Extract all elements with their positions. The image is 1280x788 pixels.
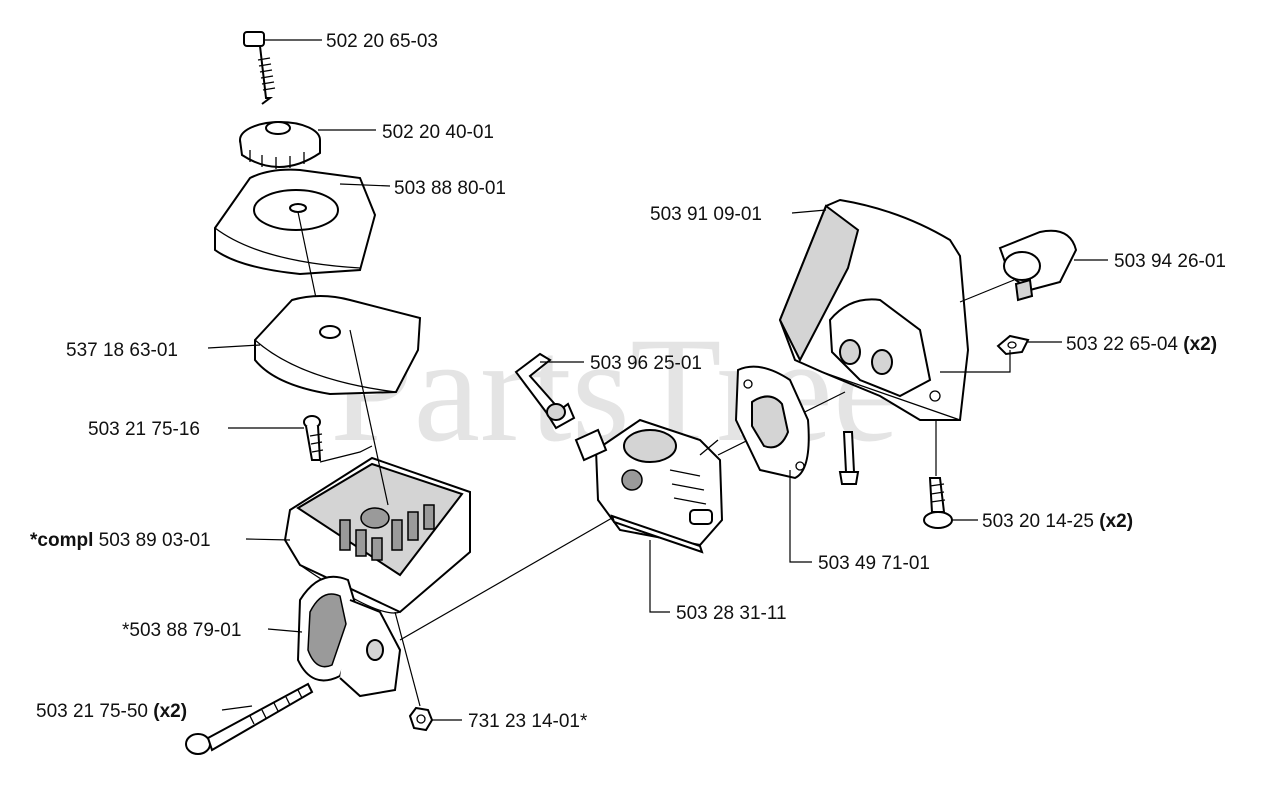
- nut-part[interactable]: [408, 706, 434, 732]
- filter-housing-part[interactable]: [283, 456, 471, 614]
- label-731-23-14-01[interactable]: 731 23 14-01*: [468, 711, 588, 732]
- label-503-91-09-01[interactable]: 503 91 09-01: [650, 204, 762, 225]
- label-502-20-40-01[interactable]: 502 20 40-01: [382, 122, 494, 143]
- filter-element-part[interactable]: [254, 295, 422, 396]
- part-labels: 502 20 65-03 502 20 40-01 503 88 80-01 5…: [30, 31, 1226, 732]
- choke-link-part[interactable]: [514, 352, 576, 430]
- knob-part[interactable]: [239, 121, 321, 169]
- label-503-21-75-50[interactable]: 503 21 75-50 (x2): [36, 701, 187, 722]
- filter-cover-part[interactable]: [214, 168, 377, 276]
- label-503-21-75-16[interactable]: 503 21 75-16: [88, 419, 200, 440]
- label-503-88-80-01[interactable]: 503 88 80-01: [394, 178, 506, 199]
- long-bolt-part[interactable]: [185, 682, 314, 755]
- shroud-screw-part[interactable]: [838, 431, 860, 485]
- gasket-part[interactable]: [734, 365, 810, 480]
- right-screw-part[interactable]: [923, 477, 953, 529]
- label-503-22-65-04[interactable]: 503 22 65-04 (x2): [1066, 334, 1217, 355]
- label-503-89-03-01[interactable]: *compl 503 89 03-01: [30, 530, 211, 551]
- label-503-49-71-01[interactable]: 503 49 71-01: [818, 553, 930, 574]
- label-503-20-14-25[interactable]: 503 20 14-25 (x2): [982, 511, 1133, 532]
- label-503-94-26-01[interactable]: 503 94 26-01: [1114, 251, 1226, 272]
- washer-part[interactable]: [996, 334, 1030, 356]
- leader-lines: [207, 39, 1108, 721]
- grommet-part[interactable]: [296, 575, 402, 698]
- clamp-part[interactable]: [998, 229, 1078, 302]
- carburetor-part[interactable]: [574, 418, 724, 554]
- top-bolt-part[interactable]: [243, 31, 276, 105]
- label-502-20-65-03[interactable]: 502 20 65-03: [326, 31, 438, 52]
- label-503-28-31-11[interactable]: 503 28 31-11: [676, 603, 787, 624]
- label-503-96-25-01[interactable]: 503 96 25-01: [590, 353, 702, 374]
- shroud-part[interactable]: [778, 198, 970, 421]
- label-537-18-63-01[interactable]: 537 18 63-01: [66, 340, 178, 361]
- label-503-88-79-01[interactable]: *503 88 79-01: [122, 620, 241, 641]
- small-screw-part[interactable]: [303, 415, 324, 461]
